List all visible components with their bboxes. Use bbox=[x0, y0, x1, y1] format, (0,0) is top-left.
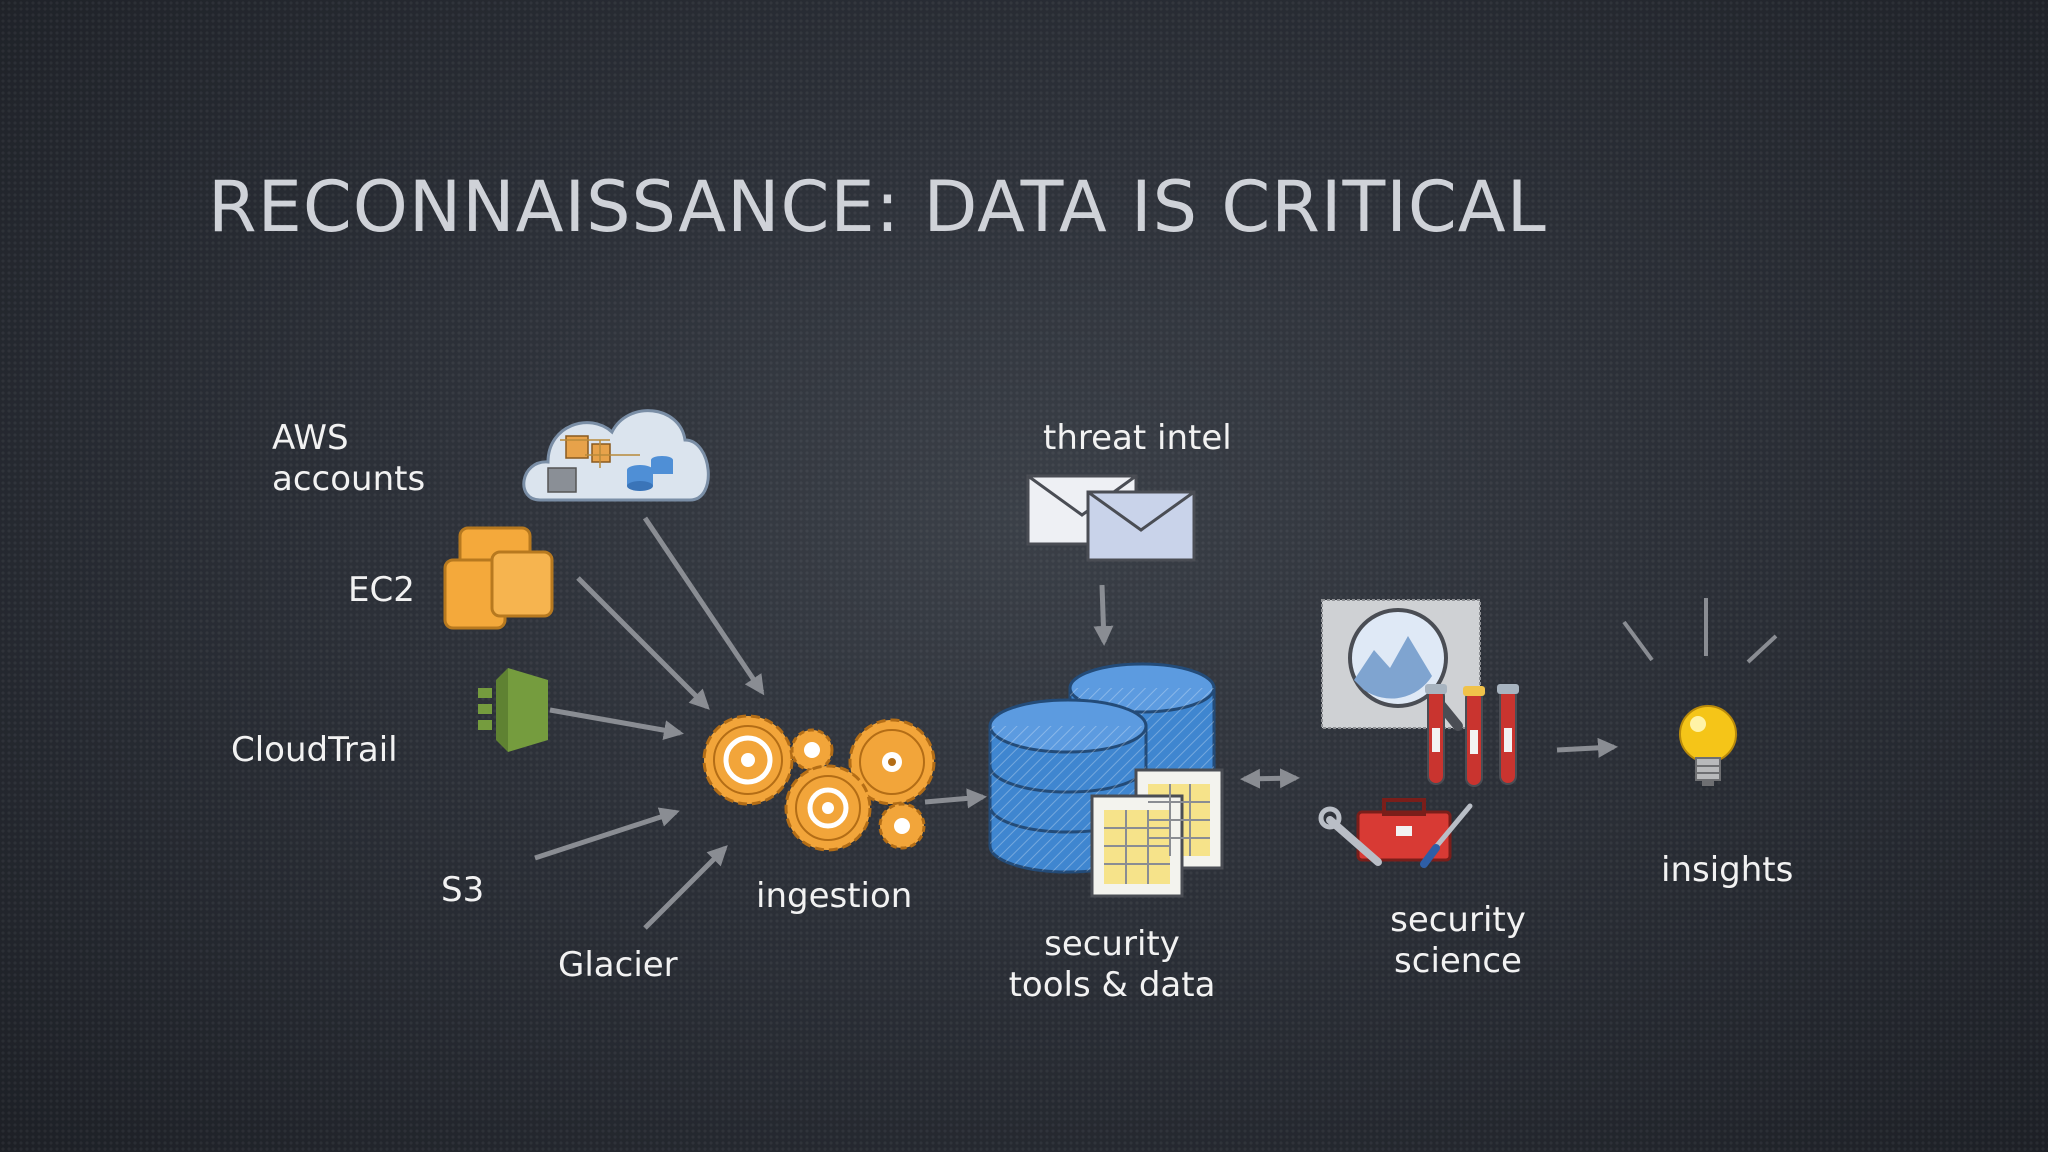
arrow-s3-to-ingestion bbox=[534, 807, 680, 861]
cloudtrail-icon bbox=[478, 668, 548, 752]
arrow-cloud-to-ingestion bbox=[642, 516, 765, 696]
label-security-tools: security tools & data bbox=[1004, 924, 1220, 1006]
slide-title: RECONNAISSANCE: DATA IS CRITICAL bbox=[208, 166, 1547, 248]
label-aws-accounts-line2: accounts bbox=[272, 459, 426, 499]
label-aws-accounts-line1: AWS bbox=[272, 418, 349, 458]
lightbulb-icon bbox=[1622, 598, 1778, 786]
flow-arrows bbox=[534, 516, 1618, 930]
label-s3: S3 bbox=[441, 870, 485, 910]
label-security-tools-line1: security bbox=[1044, 924, 1180, 964]
spreadsheet-icon bbox=[1090, 768, 1224, 898]
arrow-ingestion-to-tools bbox=[924, 788, 987, 809]
arrow-glacier-to-ingestion bbox=[643, 845, 728, 930]
label-threat-intel: threat intel bbox=[1043, 418, 1232, 458]
label-security-science: security science bbox=[1380, 900, 1536, 982]
label-aws-accounts: AWS accounts bbox=[272, 418, 425, 500]
ec2-icon bbox=[443, 526, 554, 630]
arrow-science-to-insights bbox=[1556, 737, 1618, 758]
label-security-science-line2: science bbox=[1394, 941, 1522, 981]
toolbox-icon bbox=[1318, 798, 1473, 868]
label-security-tools-line2: tools & data bbox=[1008, 965, 1216, 1005]
label-ec2: EC2 bbox=[348, 570, 415, 610]
arrow-cloudtrail-to-ingestion bbox=[549, 707, 684, 741]
arrow-ec2-to-ingestion bbox=[576, 576, 710, 710]
label-ingestion: ingestion bbox=[756, 876, 913, 916]
envelopes-icon bbox=[1026, 474, 1196, 562]
label-glacier: Glacier bbox=[558, 945, 678, 985]
magnifier-icon bbox=[1321, 599, 1481, 731]
cloud-icon bbox=[522, 409, 710, 502]
label-cloudtrail: CloudTrail bbox=[231, 730, 398, 770]
label-security-science-line1: security bbox=[1390, 900, 1526, 940]
test-tubes-icon bbox=[1425, 684, 1519, 787]
gears-icon bbox=[702, 714, 936, 852]
label-insights: insights bbox=[1661, 850, 1794, 890]
arrow-threatintel-to-tools bbox=[1093, 584, 1114, 646]
arrow-tools-science bbox=[1240, 768, 1300, 789]
